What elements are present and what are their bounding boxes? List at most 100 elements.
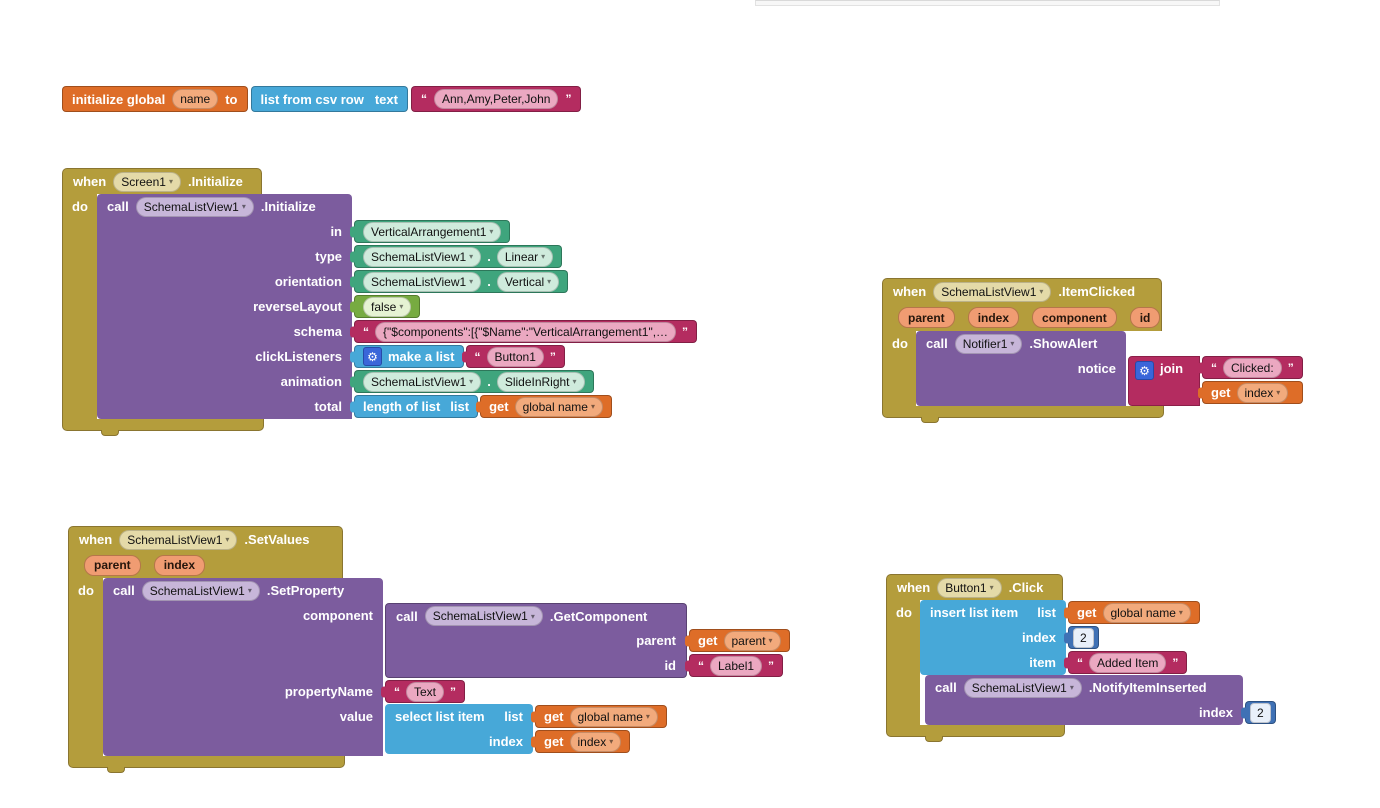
block-when-itemclicked[interactable]: when SchemaListView1▾ .ItemClicked paren… [882, 278, 1303, 423]
text-value-field[interactable]: Added Item [1089, 652, 1167, 673]
variable-dropdown[interactable]: index▾ [1236, 382, 1289, 403]
enum-dropdown[interactable]: Vertical▾ [496, 271, 560, 292]
get-variable-block[interactable]: get index▾ [535, 730, 631, 753]
block-when-setvalues[interactable]: when SchemaListView1▾ .SetValues parent … [68, 526, 790, 773]
component-dropdown[interactable]: Notifier1▾ [954, 333, 1023, 354]
param-label: value [103, 704, 383, 756]
make-a-list-block[interactable]: ⚙ make a list [354, 345, 464, 368]
text-string-block[interactable]: “ Text ” [385, 680, 466, 703]
call-getcomponent-block[interactable]: call SchemaListView1▾ .GetComponent pare… [385, 603, 790, 678]
enum-selector-block[interactable]: SchemaListView1▾ . Linear▾ [354, 245, 563, 268]
call-title[interactable]: call SchemaListView1▾ .Initialize [97, 194, 352, 219]
text-string-block[interactable]: “ Label1 ” [689, 654, 784, 677]
length-of-list-block[interactable]: length of list list [354, 395, 479, 418]
dropdown-icon: ▾ [247, 586, 252, 595]
variable-dropdown[interactable]: index▾ [569, 731, 622, 752]
close-quote: ” [450, 684, 457, 699]
enum-dropdown[interactable]: SlideInRight▾ [496, 371, 585, 392]
param-pill-component[interactable]: component [1032, 307, 1117, 328]
text-value-field[interactable]: Ann,Amy,Peter,John [433, 89, 559, 109]
component-selector-block[interactable]: VerticalArrangement1▾ [354, 220, 511, 243]
select-title[interactable]: select list item list [385, 704, 533, 729]
block-initialize-global[interactable]: initialize global name to list from csv … [62, 86, 582, 112]
component-dropdown[interactable]: SchemaListView1▾ [141, 580, 260, 601]
get-variable-block[interactable]: get global name▾ [1068, 601, 1200, 624]
enum-selector-block[interactable]: SchemaListView1▾ . Vertical▾ [354, 270, 569, 293]
text-string-block[interactable]: “ Clicked: ” [1202, 356, 1303, 379]
mutator-gear-icon[interactable]: ⚙ [1135, 361, 1154, 380]
text-value-field[interactable]: {"$components":[{"$Name":"VerticalArrang… [375, 321, 677, 342]
get-variable-block[interactable]: get index▾ [1202, 381, 1303, 404]
component-dropdown[interactable]: SchemaListView1▾ [424, 606, 543, 626]
call-notifyiteminserted-block[interactable]: call SchemaListView1▾ .NotifyItemInserte… [925, 675, 1276, 725]
mutator-gear-icon[interactable]: ⚙ [363, 347, 382, 366]
call-title[interactable]: call SchemaListView1▾ .GetComponent [385, 603, 687, 628]
event-header[interactable]: when Button1▾ .Click [886, 574, 1063, 600]
component-dropdown[interactable]: Screen1▾ [113, 171, 181, 192]
text-value-field[interactable]: Text [406, 681, 445, 702]
initialize-global-block[interactable]: initialize global name to [62, 86, 248, 112]
get-variable-block[interactable]: get global name▾ [535, 705, 667, 728]
variable-dropdown[interactable]: global name▾ [514, 396, 603, 417]
list-from-csv-row-block[interactable]: list from csv row text [250, 86, 408, 112]
number-block[interactable]: 2 [1068, 626, 1099, 649]
number-field[interactable]: 2 [1073, 627, 1094, 648]
text-string-block[interactable]: “ Added Item ” [1068, 651, 1188, 674]
text-value-field[interactable]: Clicked: [1223, 357, 1282, 378]
param-pill-index[interactable]: index [153, 554, 206, 576]
call-title[interactable]: call SchemaListView1▾ .NotifyItemInserte… [925, 675, 1243, 700]
block-when-screen1-initialize[interactable]: when Screen1▾ .Initialize do call Schema… [62, 168, 698, 436]
component-dropdown[interactable]: SchemaListView1▾ [119, 529, 238, 550]
select-list-item-block[interactable]: select list item list get global name▾ i… [385, 704, 667, 754]
join-block[interactable]: ⚙ join “ Clicked: ” get index▾ [1128, 356, 1303, 406]
variable-dropdown[interactable]: parent▾ [723, 630, 781, 651]
call-initialize-block[interactable]: call SchemaListView1▾ .Initialize in Ver… [97, 194, 698, 419]
component-dropdown[interactable]: SchemaListView1▾ [963, 677, 1082, 698]
enum-dropdown[interactable]: Linear▾ [496, 246, 554, 267]
text-string-block[interactable]: “ Button1 ” [465, 345, 565, 368]
insert-list-item-block[interactable]: insert list item list get global name▾ i… [920, 600, 1200, 675]
call-title[interactable]: call SchemaListView1▾ .SetProperty [103, 578, 383, 603]
param-pill-parent[interactable]: parent [898, 307, 955, 328]
text-string-block[interactable]: “ Ann,Amy,Peter,John ” [410, 86, 582, 112]
global-name-field[interactable]: name [172, 89, 219, 109]
get-variable-block[interactable]: get parent▾ [689, 629, 790, 652]
get-variable-block[interactable]: get global name▾ [480, 395, 612, 418]
close-quote: ” [768, 658, 775, 673]
number-block[interactable]: 2 [1245, 701, 1276, 724]
variable-dropdown[interactable]: global name▾ [569, 706, 658, 727]
component-dropdown[interactable]: SchemaListView1▾ [135, 196, 254, 217]
insert-title[interactable]: insert list item list [920, 600, 1066, 625]
number-field[interactable]: 2 [1250, 702, 1271, 723]
text-string-block[interactable]: “ {"$components":[{"$Name":"VerticalArra… [354, 320, 698, 343]
call-label: call [935, 680, 957, 695]
event-header[interactable]: when SchemaListView1▾ .SetValues [68, 526, 343, 552]
param-label: item [920, 650, 1066, 675]
param-pill-parent[interactable]: parent [84, 554, 141, 576]
enum-selector-block[interactable]: SchemaListView1▾ . SlideInRight▾ [354, 370, 594, 393]
param-label: type [97, 244, 352, 269]
param-pill-id[interactable]: id [1129, 307, 1161, 328]
block-when-button1-click[interactable]: when Button1▾ .Click do insert list item… [886, 574, 1276, 742]
call-title[interactable]: call Notifier1▾ .ShowAlert [916, 331, 1126, 356]
component-dropdown[interactable]: SchemaListView1▾ [363, 246, 482, 267]
component-dropdown[interactable]: VerticalArrangement1▾ [363, 221, 502, 242]
logic-dropdown[interactable]: false▾ [363, 296, 412, 317]
logic-false-block[interactable]: false▾ [354, 295, 421, 318]
dropdown-value: SchemaListView1 [127, 532, 223, 547]
component-dropdown[interactable]: SchemaListView1▾ [933, 281, 1052, 302]
dropdown-icon: ▾ [399, 302, 404, 311]
component-dropdown[interactable]: SchemaListView1▾ [363, 271, 482, 292]
event-header[interactable]: when Screen1▾ .Initialize [62, 168, 262, 194]
call-setproperty-block[interactable]: call SchemaListView1▾ .SetProperty compo… [103, 578, 790, 756]
param-pill-index[interactable]: index [967, 307, 1020, 328]
join-head[interactable]: ⚙ join [1128, 356, 1200, 406]
call-showalert-block[interactable]: call Notifier1▾ .ShowAlert notice ⚙ join… [916, 331, 1303, 406]
text-value-field[interactable]: Button1 [486, 346, 544, 367]
component-dropdown[interactable]: SchemaListView1▾ [363, 371, 482, 392]
component-dropdown[interactable]: Button1▾ [937, 577, 1002, 598]
variable-dropdown[interactable]: global name▾ [1102, 602, 1191, 623]
text-value-field[interactable]: Label1 [710, 655, 763, 676]
event-header[interactable]: when SchemaListView1▾ .ItemClicked [882, 278, 1162, 304]
param-label: id [385, 653, 687, 678]
